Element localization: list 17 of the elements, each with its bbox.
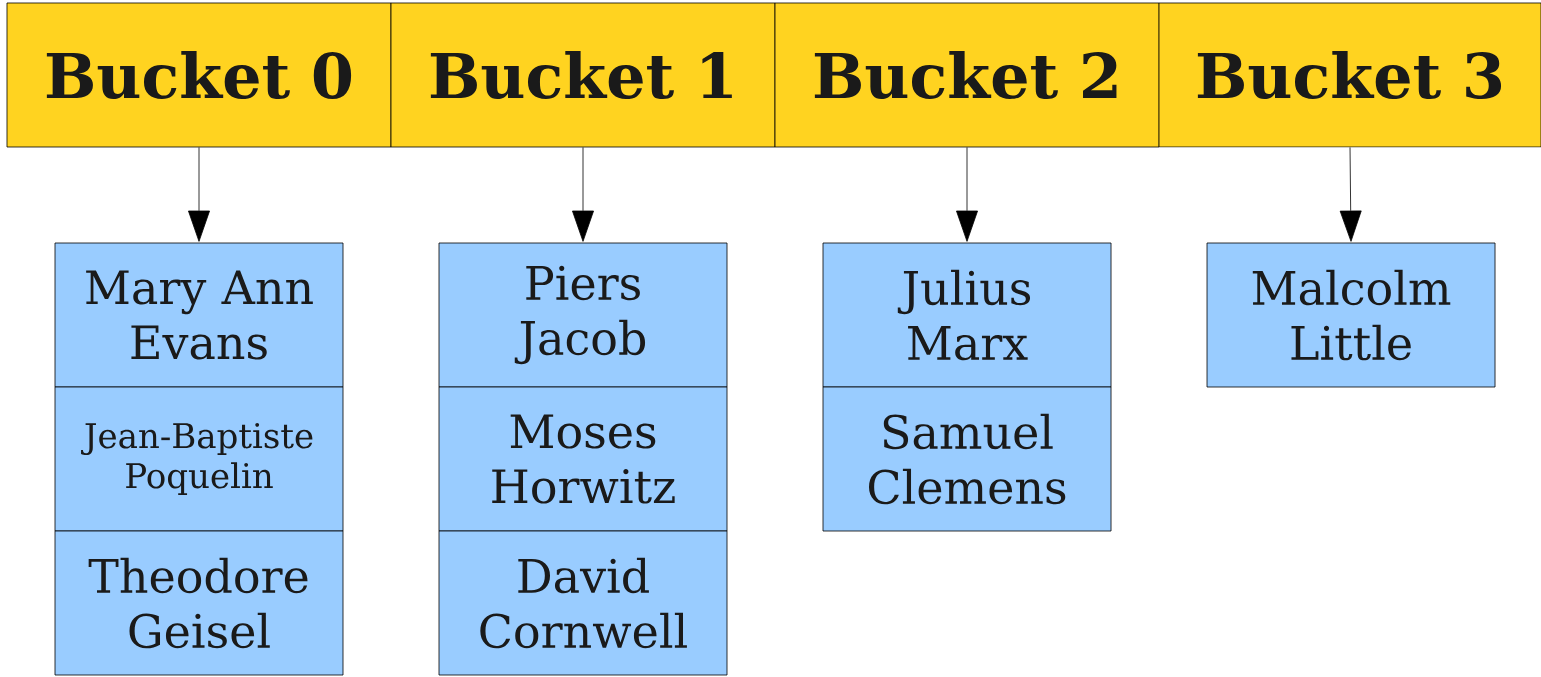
arrow bbox=[956, 147, 978, 242]
name-box: Malcolm Little bbox=[1206, 242, 1496, 388]
name-box: Mary Ann Evans bbox=[54, 242, 344, 388]
name-box: Moses Horwitz bbox=[438, 386, 728, 532]
name-box: David Cornwell bbox=[438, 530, 728, 676]
bucket-header-box: Bucket 3 bbox=[1158, 2, 1541, 148]
name-box: Jean-Baptiste Poquelin bbox=[54, 386, 344, 532]
name-box: Piers Jacob bbox=[438, 242, 728, 388]
name-box: Theodore Geisel bbox=[54, 530, 344, 676]
name-box: Julius Marx bbox=[822, 242, 1112, 388]
bucket-header-box: Bucket 1 bbox=[390, 2, 776, 148]
arrow bbox=[1339, 147, 1362, 242]
arrow bbox=[188, 147, 210, 242]
name-box: Samuel Clemens bbox=[822, 386, 1112, 532]
arrow bbox=[572, 147, 594, 242]
bucket-header-box: Bucket 2 bbox=[774, 2, 1160, 148]
bucket-header-box: Bucket 0 bbox=[6, 2, 392, 148]
